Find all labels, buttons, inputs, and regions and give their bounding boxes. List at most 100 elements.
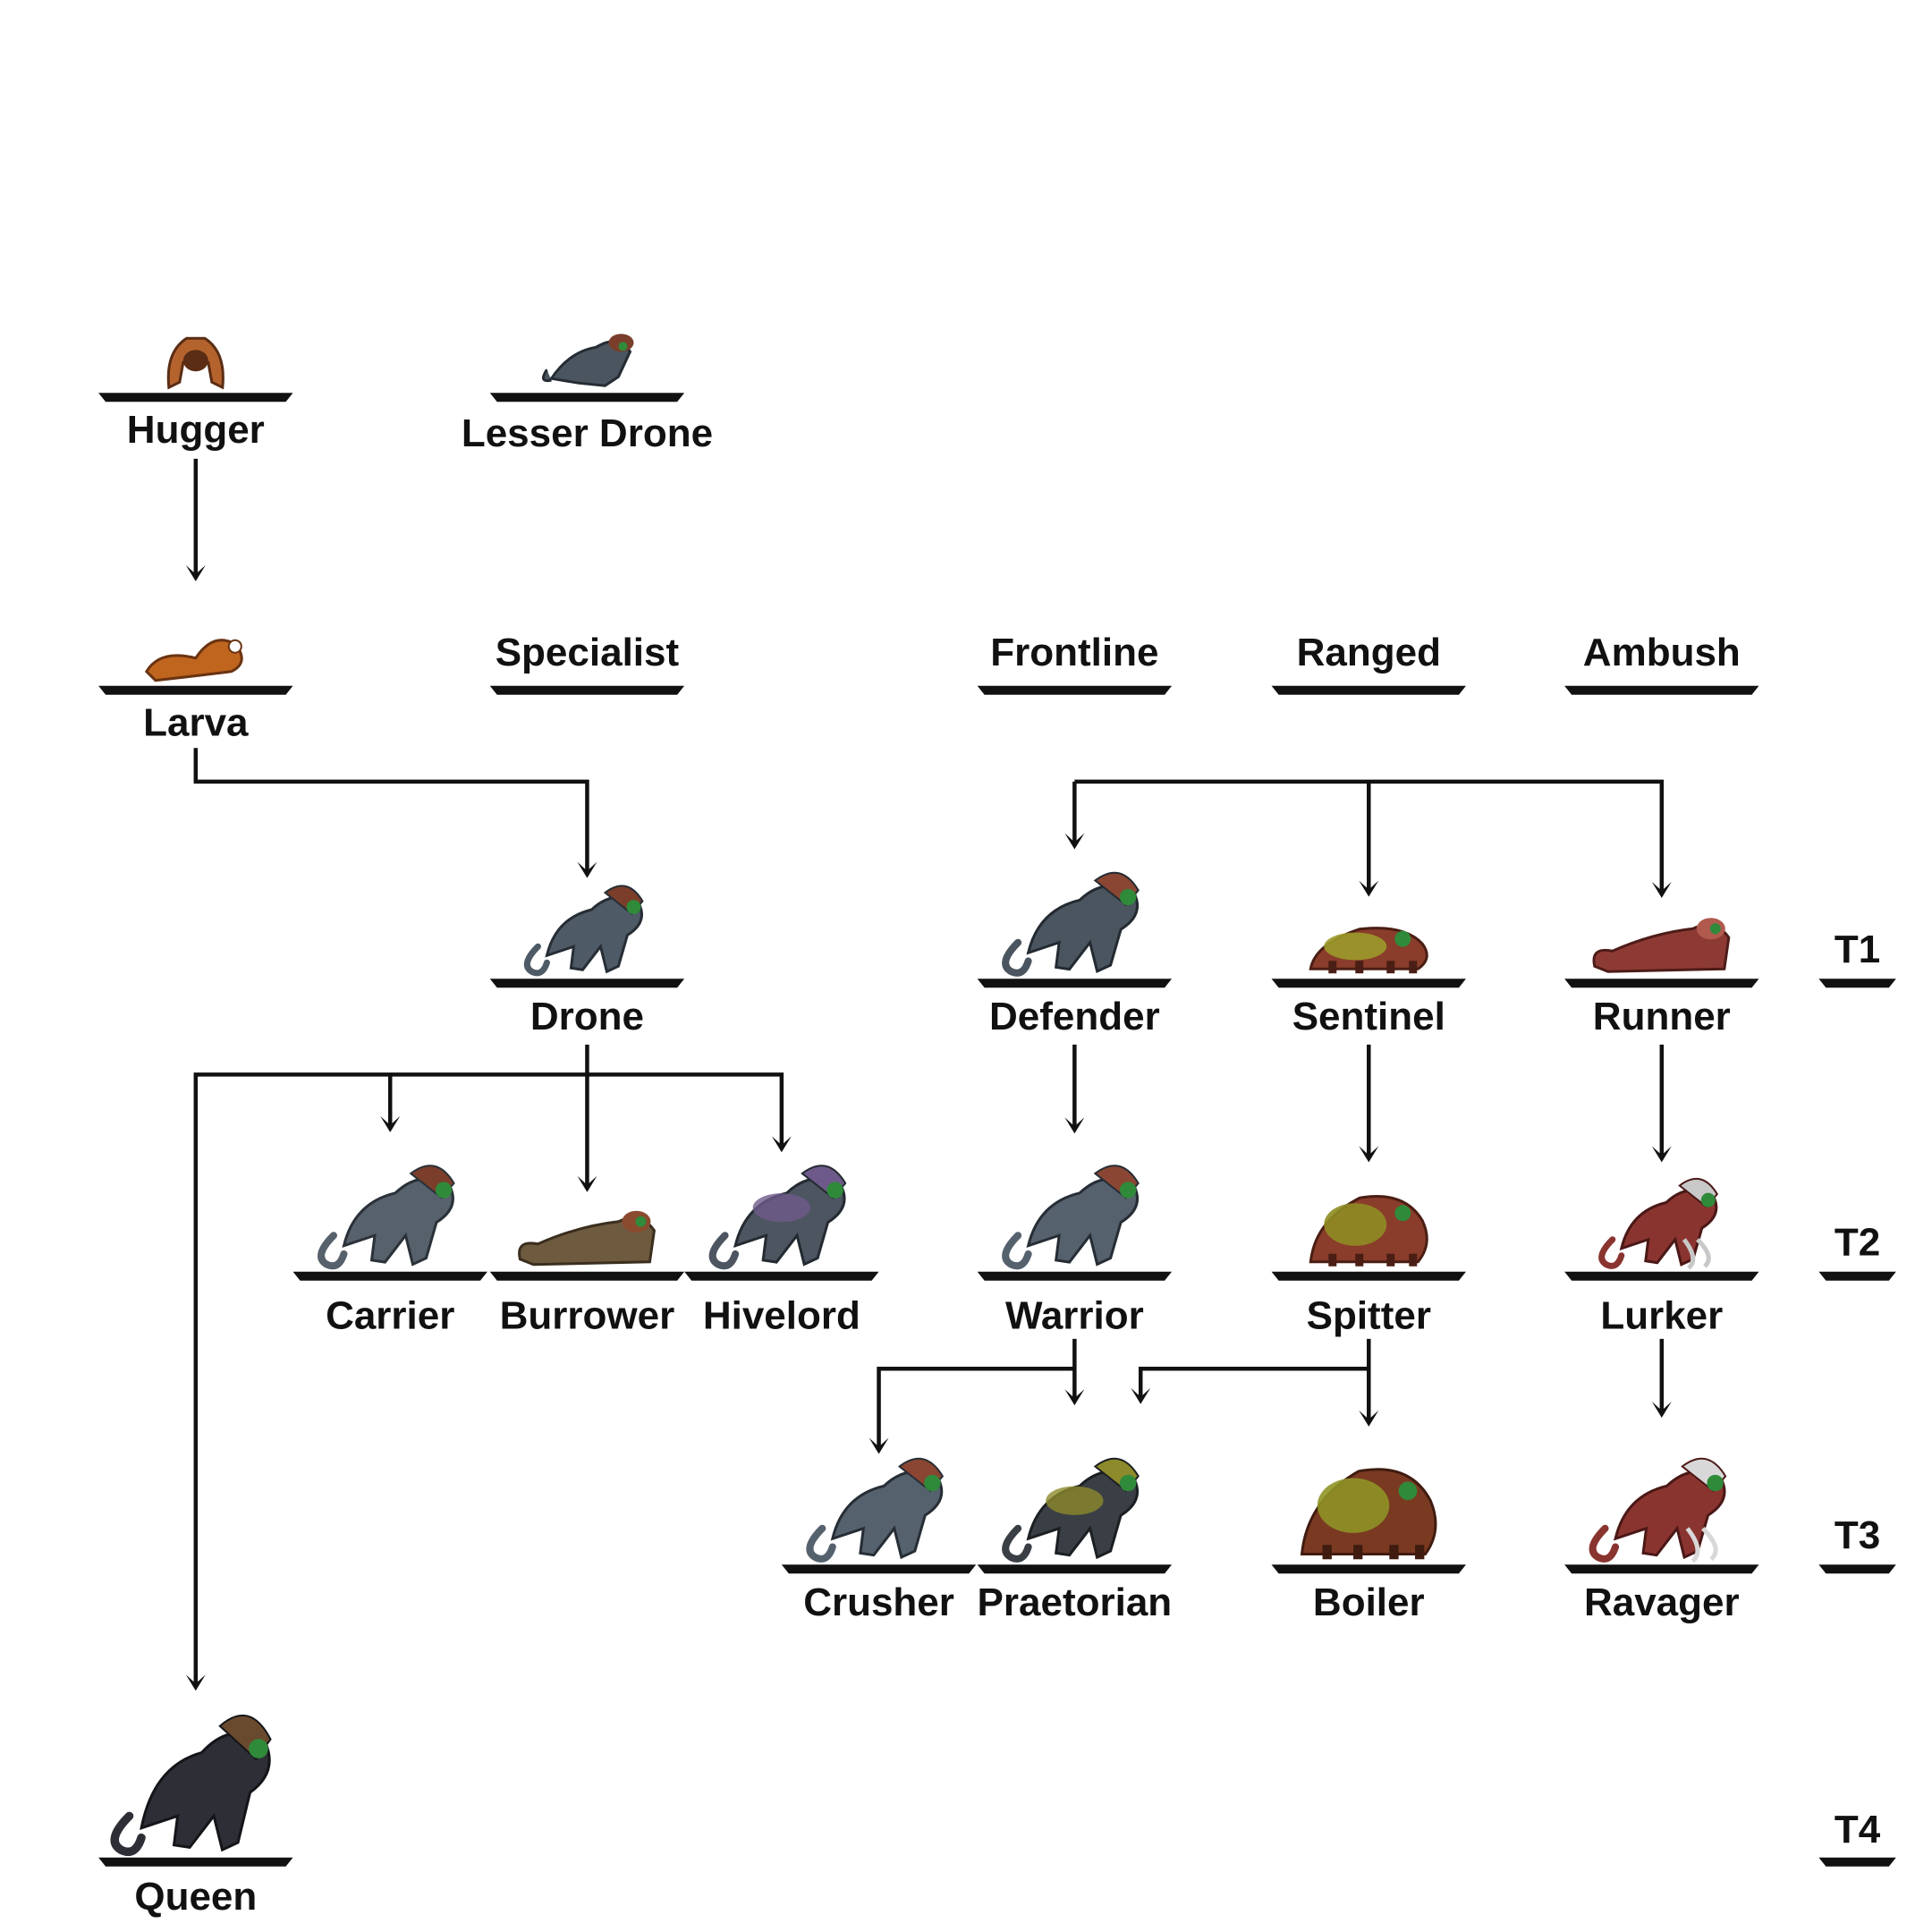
caste-platform	[1564, 1271, 1759, 1281]
defender-sprite-icon	[1002, 871, 1140, 977]
tier-t1: T1	[1818, 928, 1896, 988]
caste-node-drone: Drone	[489, 885, 685, 1038]
connector-line	[193, 1072, 588, 1686]
connector-line	[1074, 779, 1665, 893]
caste-platform	[489, 393, 685, 402]
tier-label: T3	[1835, 1513, 1880, 1557]
caste-label: Warrior	[1005, 1294, 1144, 1338]
praetorian-sprite-icon	[1002, 1457, 1140, 1563]
arrowhead	[1651, 1402, 1672, 1419]
crusher-sprite-icon	[806, 1457, 945, 1563]
caste-node-lurker: Lurker	[1564, 1177, 1759, 1338]
caste-label: Crusher	[803, 1580, 954, 1624]
category-frontline: Frontline	[977, 631, 1173, 695]
arrowhead	[577, 1175, 597, 1192]
caste-platform	[489, 1271, 685, 1281]
caste-label: Sentinel	[1292, 995, 1445, 1038]
arrowhead	[1131, 1387, 1151, 1404]
larva-sprite-icon	[144, 639, 243, 682]
caste-platform	[781, 1564, 977, 1574]
lurker-sprite-icon	[1598, 1177, 1719, 1270]
connector-line	[587, 1072, 784, 1148]
arrowhead	[1651, 1146, 1672, 1163]
category-ranged: Ranged	[1271, 631, 1466, 695]
arrowhead	[1359, 880, 1379, 897]
carrier-sprite-icon	[318, 1165, 455, 1270]
tier-platform	[1818, 1271, 1896, 1281]
lesser-drone-sprite-icon	[541, 334, 634, 387]
category-headers: Specialist Frontline Ranged Ambush	[489, 631, 1759, 695]
caste-node-ravager: Ravager	[1564, 1457, 1759, 1624]
caste-platform	[684, 1271, 879, 1281]
tier-label: T4	[1835, 1808, 1881, 1852]
tier-platform	[1818, 1857, 1896, 1867]
caste-platform	[1271, 1271, 1466, 1281]
category-ambush: Ambush	[1564, 631, 1759, 695]
caste-platform	[1271, 1564, 1466, 1574]
caste-label: Hivelord	[703, 1294, 860, 1338]
arrowhead	[1064, 833, 1085, 850]
caste-node-defender: Defender	[977, 871, 1173, 1038]
caste-platform	[1564, 979, 1759, 988]
caste-node-boiler: Boiler	[1271, 1468, 1466, 1624]
caste-label: Lurker	[1600, 1294, 1723, 1338]
category-platform	[1564, 685, 1759, 695]
category-platform	[1271, 685, 1466, 695]
caste-platform	[977, 1271, 1173, 1281]
caste-node-crusher: Crusher	[781, 1457, 977, 1624]
caste-platform	[292, 1271, 487, 1281]
caste-platform	[1564, 1564, 1759, 1574]
tier-t3: T3	[1818, 1513, 1896, 1574]
category-label: Frontline	[990, 631, 1158, 674]
category-specialist: Specialist	[489, 631, 685, 695]
hivelord-sprite-icon	[708, 1165, 847, 1270]
arrowhead	[1651, 881, 1672, 898]
arrowhead	[869, 1437, 889, 1454]
evolution-connectors	[193, 458, 1665, 1686]
caste-node-praetorian: Praetorian	[978, 1457, 1173, 1624]
spitter-sprite-icon	[1309, 1195, 1428, 1267]
hugger-sprite-icon	[166, 336, 225, 390]
caste-node-hugger: Hugger	[98, 336, 293, 452]
caste-label: Hugger	[127, 408, 265, 452]
arrowhead	[185, 564, 206, 581]
tier-label: T2	[1835, 1220, 1880, 1264]
caste-node-burrower: Burrower	[489, 1210, 685, 1338]
caste-node-runner: Runner	[1564, 918, 1759, 1038]
arrowhead	[380, 1115, 401, 1132]
caste-node-queen: Queen	[98, 1714, 293, 1919]
boiler-sprite-icon	[1300, 1468, 1437, 1560]
connector-line	[877, 1367, 1075, 1449]
caste-label: Ravager	[1584, 1580, 1740, 1624]
arrowhead	[771, 1136, 792, 1153]
caste-label: Lesser Drone	[462, 411, 713, 455]
ravager-sprite-icon	[1589, 1457, 1727, 1563]
arrowhead	[185, 1674, 206, 1691]
caste-label: Praetorian	[978, 1580, 1173, 1624]
arrowhead	[1359, 1146, 1379, 1163]
category-label: Specialist	[496, 631, 680, 674]
arrowhead	[577, 861, 597, 878]
caste-label: Runner	[1593, 995, 1731, 1038]
caste-label: Burrower	[500, 1294, 675, 1338]
evolution-arrowheads	[185, 564, 1672, 1691]
connector-line	[1138, 1367, 1369, 1399]
caste-platform	[1271, 979, 1466, 988]
category-platform	[977, 685, 1173, 695]
caste-node-hivelord: Hivelord	[684, 1165, 879, 1338]
queen-sprite-icon	[110, 1714, 272, 1856]
arrowhead	[1064, 1117, 1085, 1134]
runner-sprite-icon	[1592, 918, 1731, 973]
caste-node-carrier: Carrier	[292, 1165, 487, 1338]
caste-node-lesser-drone: Lesser Drone	[462, 334, 713, 455]
caste-label: Larva	[143, 700, 249, 744]
arrowhead	[1064, 1389, 1085, 1406]
caste-label: Drone	[530, 995, 644, 1038]
caste-node-larva: Larva	[98, 639, 293, 744]
warrior-sprite-icon	[1002, 1165, 1140, 1270]
caste-label: Queen	[134, 1875, 257, 1919]
drone-sprite-icon	[523, 885, 644, 977]
tier-platform	[1818, 979, 1896, 988]
tier-t4: T4	[1818, 1808, 1896, 1867]
